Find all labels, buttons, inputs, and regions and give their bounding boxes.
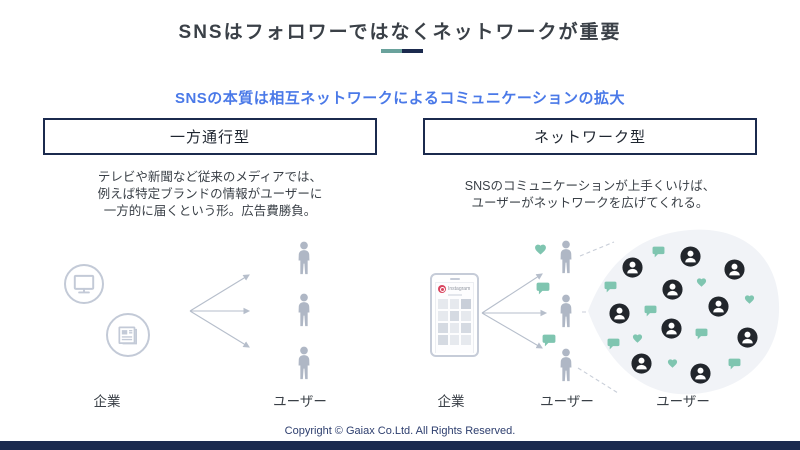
user-person-icon	[556, 348, 576, 382]
instagram-logo-icon	[438, 285, 446, 293]
phone-screen: Instagram	[435, 282, 474, 353]
page-title: SNSはフォロワーではなくネットワークが重要	[178, 22, 622, 43]
left-user-label: ユーザー	[273, 394, 327, 409]
phone-speaker	[449, 278, 460, 280]
network-type-header: ネットワーク型	[423, 118, 757, 155]
comment-bubble-icon	[536, 282, 550, 295]
user-person-icon	[294, 241, 314, 275]
user-person-icon	[556, 240, 576, 274]
network-arrows	[481, 241, 619, 394]
underline-teal-segment	[381, 49, 402, 53]
one-way-type-header: 一方通行型	[43, 118, 377, 155]
comment-bubble-icon	[604, 281, 617, 293]
user-person-icon	[294, 346, 314, 380]
heart-icon	[744, 294, 755, 305]
user-avatar-icon	[661, 318, 682, 339]
phone-subtitle-line	[448, 294, 462, 296]
heart-icon	[667, 358, 678, 369]
smartphone-mockup: Instagram	[430, 273, 479, 357]
left-company-label: 企業	[93, 394, 121, 409]
right-user-label-mid: ユーザー	[540, 394, 594, 409]
user-avatar-icon	[724, 259, 745, 280]
heart-icon	[534, 243, 547, 256]
newspaper-icon	[106, 313, 150, 357]
one-way-arrows	[189, 274, 251, 348]
user-person-icon	[556, 294, 576, 328]
user-avatar-icon	[609, 303, 630, 324]
user-person-icon	[294, 293, 314, 327]
instagram-app-name: Instagram	[448, 286, 471, 292]
user-avatar-icon	[680, 246, 701, 267]
comment-bubble-icon	[695, 328, 708, 340]
one-way-description: テレビや新聞など従来のメディアでは、 例えば特定ブランドの情報がユーザーに 一方…	[97, 170, 323, 218]
comment-bubble-icon	[542, 334, 556, 347]
user-avatar-icon	[662, 279, 683, 300]
heart-icon	[632, 333, 643, 344]
subtitle: SNSの本質は相互ネットワークによるコミュニケーションの拡大	[174, 90, 626, 107]
user-avatar-icon	[737, 327, 758, 348]
comment-bubble-icon	[652, 246, 665, 258]
network-description: SNSのコミュニケーションが上手くいけば、 ユーザーがネットワークを広げてくれる…	[464, 179, 716, 210]
title-underline	[381, 49, 423, 53]
copyright-text: Copyright © Gaiax Co.Ltd. All Rights Res…	[284, 425, 516, 437]
user-avatar-icon	[631, 353, 652, 374]
bottom-accent-bar	[0, 441, 800, 450]
right-user-label-cluster: ユーザー	[656, 394, 710, 409]
heart-icon	[696, 277, 707, 288]
right-company-label: 企業	[437, 394, 465, 409]
underline-navy-segment	[402, 49, 423, 53]
comment-bubble-icon	[644, 305, 657, 317]
tv-monitor-icon	[64, 264, 104, 304]
user-avatar-icon	[622, 257, 643, 278]
user-avatar-icon	[708, 296, 729, 317]
comment-bubble-icon	[728, 358, 741, 370]
comment-bubble-icon	[607, 338, 620, 350]
photo-grid	[436, 298, 473, 346]
user-avatar-icon	[690, 363, 711, 384]
